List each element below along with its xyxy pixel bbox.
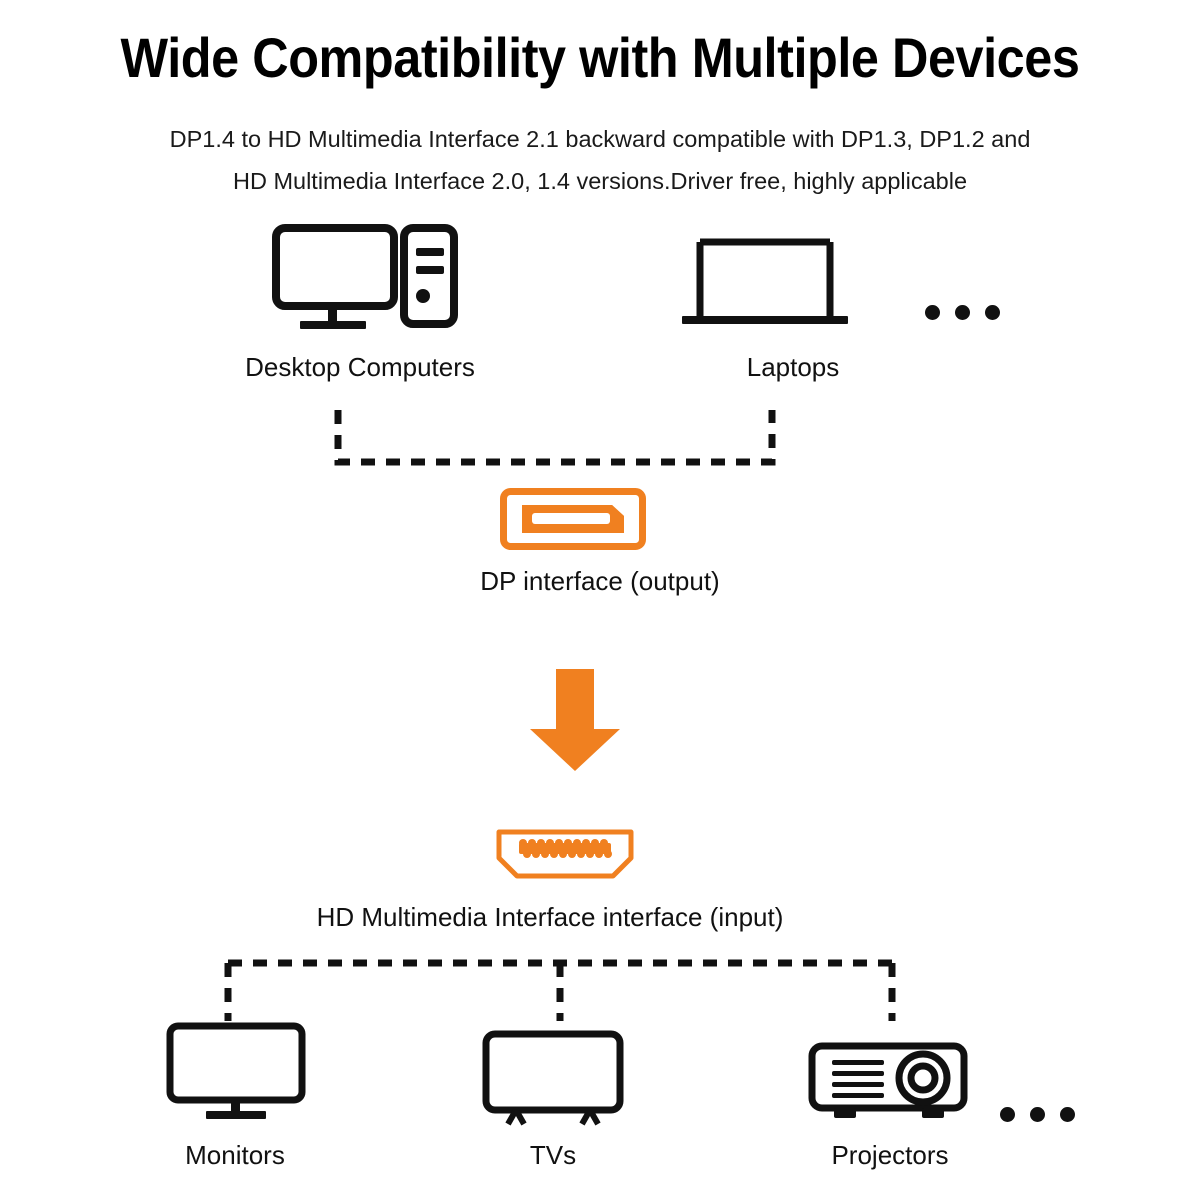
tv-icon [482,1030,624,1126]
down-arrow-icon [520,665,630,775]
hdmi-connector-icon [495,826,635,882]
destination-label-monitors: Monitors [185,1140,285,1170]
source-label-laptops: Laptops [746,352,840,382]
projector-icon [808,1042,968,1124]
input-port-label: HD Multimedia Interface interface (input… [316,902,784,932]
destination-label-projectors: Projectors [831,1140,949,1170]
desktop-computer-icon [270,222,460,332]
displayport-connector-icon [500,488,646,550]
laptop-icon [670,232,860,332]
monitor-icon [166,1022,306,1122]
page-subtitle: DP1.4 to HD Multimedia Interface 2.1 bac… [169,126,1031,194]
page-title: Wide Compatibility with Multiple Devices [120,26,1080,89]
output-port-label: DP interface (output) [480,566,720,596]
connector-bracket-bottom [210,955,910,1031]
ellipsis-dots-icon-top [925,305,1000,320]
ellipsis-dots-icon-bottom [1000,1107,1075,1122]
source-label-desktop-computers: Desktop Computers [245,352,475,382]
destination-label-tvs: TVs [529,1140,577,1170]
connector-bracket-top [320,400,790,480]
